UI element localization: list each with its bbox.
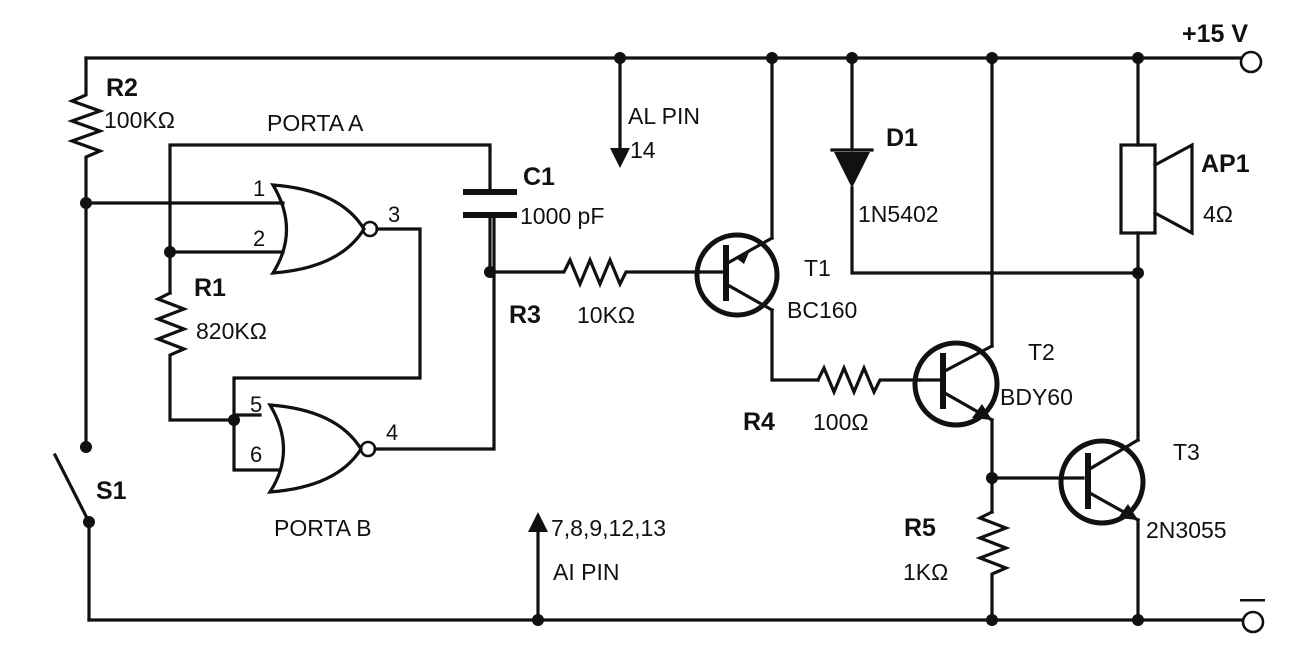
t2-ref: T2 (1028, 339, 1055, 365)
nor-gate-b (232, 213, 496, 494)
porta-b-label: PORTA B (274, 515, 372, 541)
d1-ref: D1 (886, 124, 918, 152)
switch-s1 (52, 452, 92, 622)
transistor-t3 (990, 271, 1146, 622)
resistor-r1 (153, 290, 236, 422)
t1-ref: T1 (804, 255, 831, 281)
d1-value: 1N5402 (858, 201, 939, 227)
ap1-value: 4Ω (1203, 201, 1233, 227)
c1-ref: C1 (523, 163, 555, 191)
pin14-arrow (610, 56, 630, 168)
r5-ref: R5 (904, 514, 936, 542)
pin14-note-line1: AL PIN (628, 103, 700, 129)
porta-a-label: PORTA A (267, 110, 364, 136)
pin-2: 2 (253, 226, 265, 251)
supply-positive-label: +15 V (1182, 20, 1248, 48)
resistor-r2 (67, 56, 105, 449)
gnd-pins-note-line2: AI PIN (553, 559, 619, 585)
r4-value: 100Ω (813, 409, 869, 435)
t2-value: BDY60 (1000, 384, 1073, 410)
ground-pins-arrow (528, 512, 548, 622)
pin-4: 4 (386, 420, 398, 445)
r2-value: 100KΩ (104, 107, 175, 133)
junction-dots (80, 52, 1144, 626)
pin-1: 1 (253, 176, 265, 201)
transistor-t2 (912, 56, 1000, 514)
r1-value: 820KΩ (196, 318, 267, 344)
pin-6: 6 (250, 442, 262, 467)
s1-ref: S1 (96, 477, 127, 505)
pin-5: 5 (250, 392, 262, 417)
resistor-r5 (975, 509, 1011, 622)
resistor-r4 (815, 363, 922, 397)
r3-ref: R3 (509, 301, 541, 329)
gnd-pins-note-line1: 7,8,9,12,13 (551, 515, 666, 541)
positive-rail (84, 50, 1263, 74)
resistor-r3 (488, 255, 702, 289)
ground-rail (87, 610, 1265, 634)
capacitor-c1 (463, 189, 517, 274)
pin-3: 3 (388, 202, 400, 227)
r4-ref: R4 (743, 408, 775, 436)
pin14-note-line2: 14 (630, 137, 656, 163)
ap1-ref: AP1 (1201, 150, 1250, 178)
c1-value: 1000 pF (520, 203, 604, 229)
r5-value: 1KΩ (903, 559, 948, 585)
r3-value: 10KΩ (577, 302, 635, 328)
r2-ref: R2 (106, 74, 138, 102)
t3-ref: T3 (1173, 439, 1200, 465)
r1-ref: R1 (194, 274, 226, 302)
t1-value: BC160 (787, 297, 857, 323)
diode-d1 (830, 56, 1140, 275)
transistor-t1 (694, 56, 820, 382)
supply-negative-label: — (1240, 585, 1265, 613)
speaker-ap1 (1119, 56, 1194, 275)
t3-value: 2N3055 (1146, 517, 1227, 543)
feedback-loop (168, 143, 492, 295)
nor-gate-a (84, 183, 422, 417)
